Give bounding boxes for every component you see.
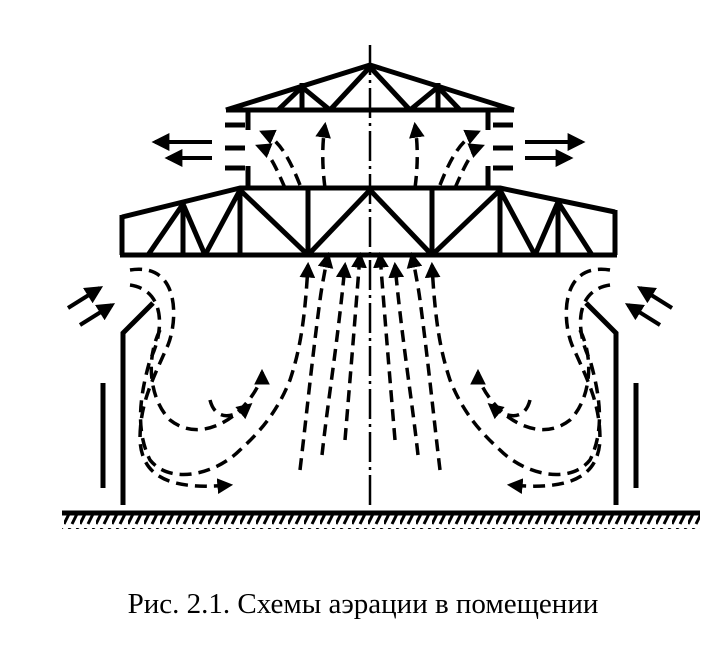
main-roof-truss: [119, 185, 618, 258]
exhaust-arrows: [151, 133, 586, 167]
lantern-structure: [225, 62, 515, 188]
lantern-windows: [225, 122, 513, 171]
supply-arrows: [66, 286, 674, 327]
ground: [62, 510, 700, 529]
airflow-lines: [129, 121, 611, 494]
figure-caption: Рис. 2.1. Схемы аэрации в помещении: [127, 588, 599, 620]
building-walls: [100, 301, 639, 505]
